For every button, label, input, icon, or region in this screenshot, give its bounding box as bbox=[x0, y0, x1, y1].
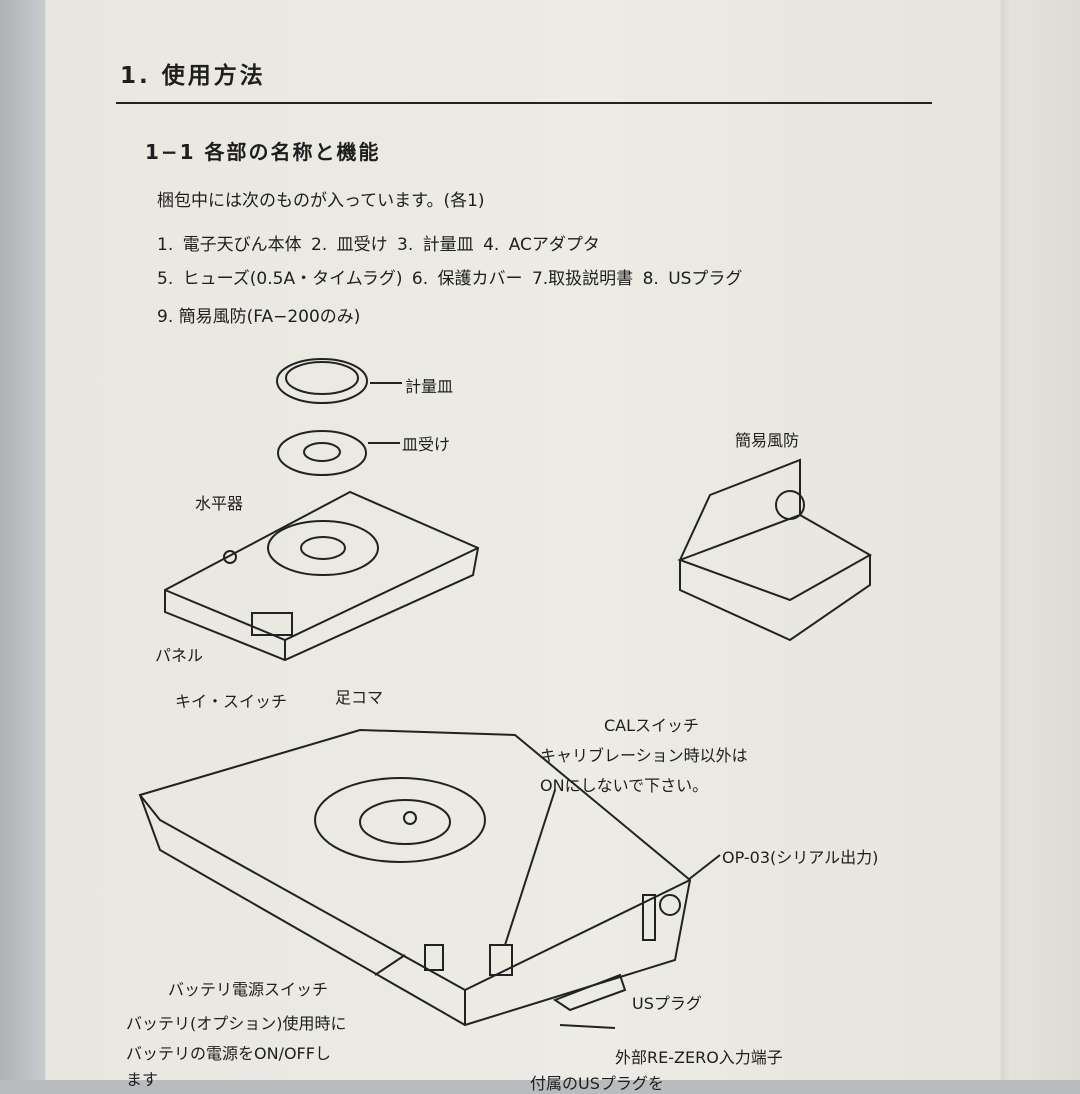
item-line-3: 9. 簡易風防(FA−200のみ) bbox=[157, 307, 361, 327]
label-rezero: 外部RE-ZERO入力端子 bbox=[615, 1048, 783, 1067]
label-op03: OP-03(シリアル出力) bbox=[722, 848, 879, 867]
label-cal-note-2: ONにしないで下さい。 bbox=[540, 776, 709, 795]
subsection-heading: 1−1 各部の名称と機能 bbox=[145, 140, 381, 164]
label-pan-holder: 皿受け bbox=[402, 435, 451, 454]
label-level: 水平器 bbox=[195, 494, 244, 513]
heading-rule bbox=[116, 102, 932, 104]
item-line-2: 5. ヒューズ(0.5A・タイムラグ) 6. 保護カバー 7.取扱説明書 8. … bbox=[157, 269, 743, 289]
label-panel: パネル bbox=[155, 646, 204, 665]
label-us-plug: USプラグ bbox=[632, 994, 702, 1013]
section-heading: 1. 使用方法 bbox=[120, 63, 266, 89]
label-foot: 足コマ bbox=[335, 688, 384, 707]
intro-text: 梱包中には次のものが入っています。(各1) bbox=[157, 191, 485, 211]
label-key-switch: キイ・スイッチ bbox=[175, 692, 288, 711]
label-windshield: 簡易風防 bbox=[735, 431, 800, 450]
item-line-1: 1. 電子天びん本体 2. 皿受け 3. 計量皿 4. ACアダプタ bbox=[157, 235, 600, 255]
label-battery-note-2: バッテリの電源をON/OFFし bbox=[126, 1044, 331, 1063]
label-pan: 計量皿 bbox=[405, 377, 454, 396]
label-battery-switch: バッテリ電源スイッチ bbox=[168, 980, 329, 999]
label-cal-note-1: キャリブレーション時以外は bbox=[540, 746, 748, 765]
label-cal-switch: CALスイッチ bbox=[604, 716, 700, 735]
label-battery-note-1: バッテリ(オプション)使用時に bbox=[126, 1014, 347, 1033]
label-battery-note-3: ます bbox=[126, 1070, 159, 1089]
label-rezero-note: 付属のUSプラグを bbox=[530, 1074, 664, 1093]
